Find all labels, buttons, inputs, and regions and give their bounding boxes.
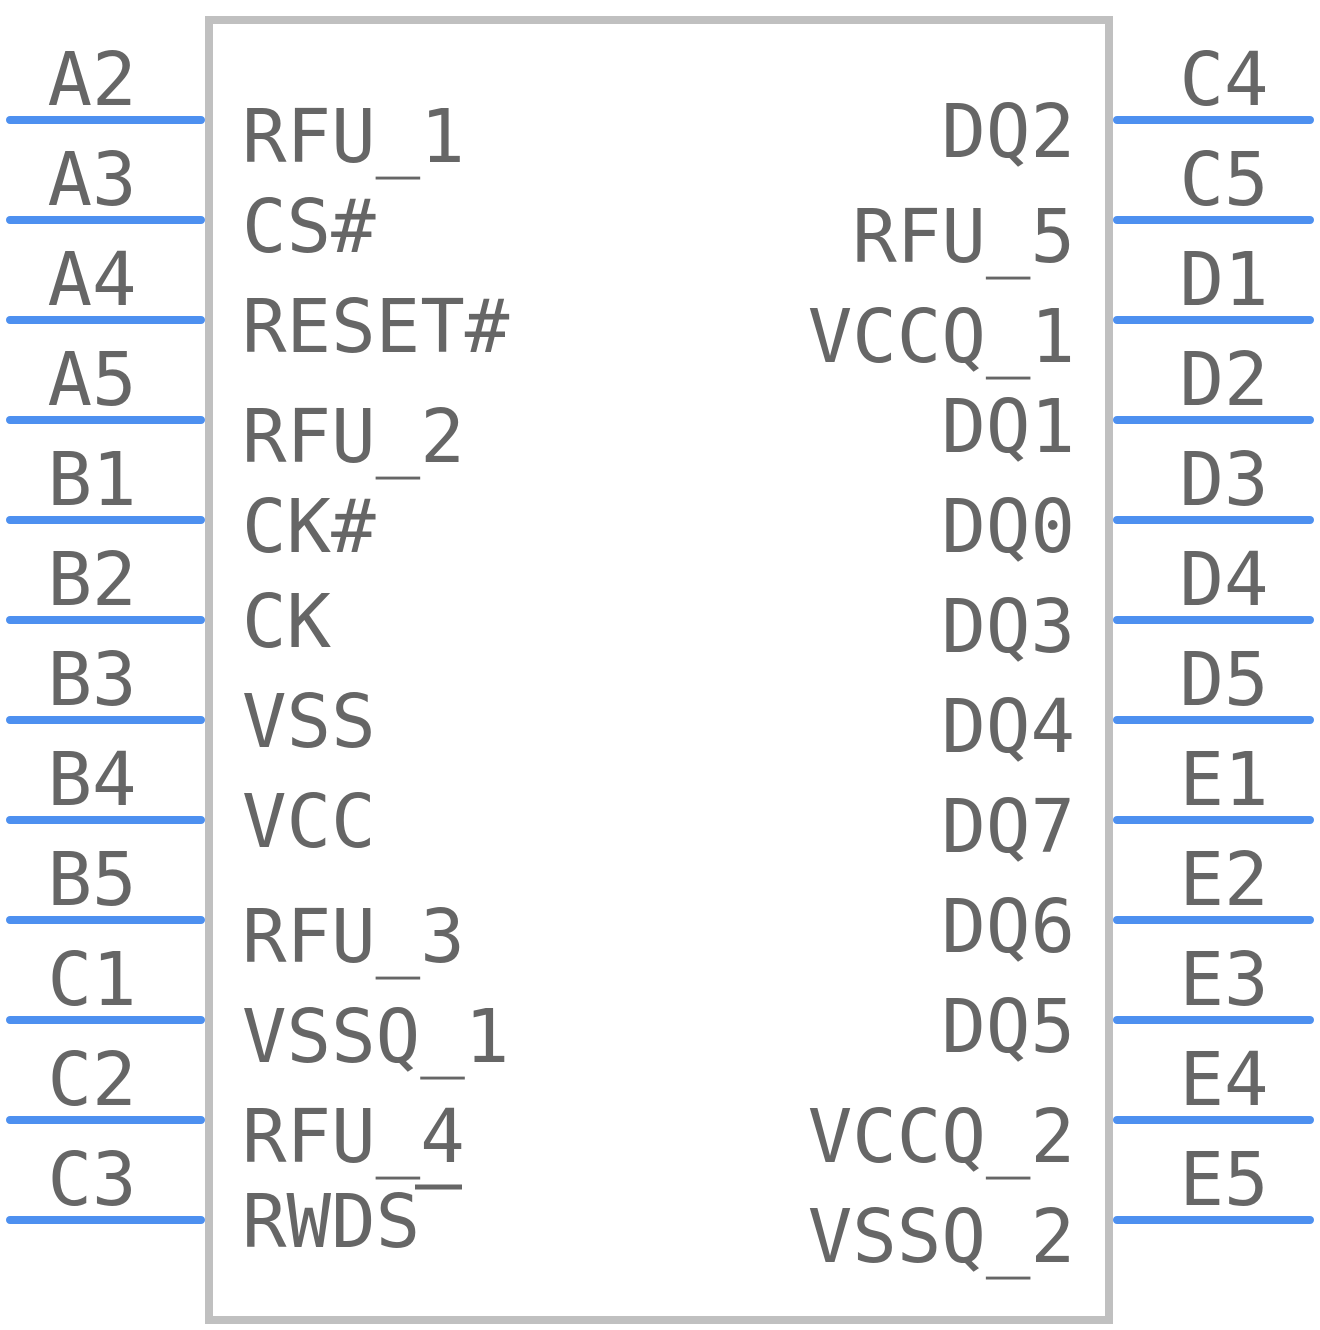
pin-number-d1: D1 — [1179, 237, 1268, 323]
pin-number-d5: D5 — [1179, 637, 1268, 723]
pin-name-e1: DQ7 — [941, 784, 1075, 870]
pin-name-c1: VSSQ_1 — [242, 994, 509, 1080]
pin-number-a3: A3 — [47, 137, 136, 223]
pin-number-b4: B4 — [47, 737, 136, 823]
pin-name-d4: DQ3 — [941, 584, 1075, 670]
pin-number-a4: A4 — [47, 237, 136, 323]
pin-name-b2: CK — [242, 579, 332, 665]
pin-number-e5: E5 — [1179, 1137, 1268, 1223]
pin-number-b1: B1 — [47, 437, 136, 523]
pin-name-e2: DQ6 — [941, 884, 1075, 970]
pin-name-d3: DQ0 — [941, 484, 1075, 570]
pin-number-d2: D2 — [1179, 337, 1268, 423]
pin-number-d4: D4 — [1179, 537, 1268, 623]
ic-body — [205, 16, 1113, 1324]
pin-number-c1: C1 — [47, 937, 136, 1023]
pin-name-e4: VCCQ_2 — [808, 1094, 1075, 1180]
pin-number-a5: A5 — [47, 337, 136, 423]
pin-number-e1: E1 — [1179, 737, 1268, 823]
pin-number-e3: E3 — [1179, 937, 1268, 1023]
pin-name-c2: RFU_4 — [242, 1094, 465, 1180]
pin-name-a2: RFU_1 — [242, 94, 465, 180]
pin-number-c4: C4 — [1179, 37, 1268, 123]
pin-name-e5: VSSQ_2 — [808, 1194, 1075, 1280]
pin-number-e4: E4 — [1179, 1037, 1268, 1123]
pin-number-b3: B3 — [47, 637, 136, 723]
pin-name-e3: DQ5 — [941, 984, 1075, 1070]
pin-name-a4: RESET# — [242, 284, 510, 370]
pin-number-c3: C3 — [47, 1137, 136, 1223]
pin-number-d3: D3 — [1179, 437, 1268, 523]
pin-name-d1: VCCQ_1 — [808, 294, 1075, 380]
pin-number-e2: E2 — [1179, 837, 1268, 923]
pin-name-b3: VSS — [242, 679, 376, 765]
pin-number-a2: A2 — [47, 37, 136, 123]
pin-name-a3: CS# — [242, 184, 376, 270]
pin-name-c5: RFU_5 — [852, 194, 1075, 280]
pin-number-c2: C2 — [47, 1037, 136, 1123]
pin-number-b2: B2 — [47, 537, 136, 623]
pin-number-b5: B5 — [47, 837, 136, 923]
pin-name-a5: RFU_2 — [242, 394, 465, 480]
pin-name-b1: CK# — [242, 484, 376, 570]
pin-name-c4: DQ2 — [941, 89, 1075, 175]
pin-name-c3: RWDS — [242, 1179, 420, 1265]
pin-number-c5: C5 — [1179, 137, 1268, 223]
pin-name-d2: DQ1 — [941, 384, 1075, 470]
pin-name-d5: DQ4 — [941, 684, 1075, 770]
pin-name-b4: VCC — [242, 779, 376, 865]
pin-name-b5: RFU_3 — [242, 894, 465, 980]
